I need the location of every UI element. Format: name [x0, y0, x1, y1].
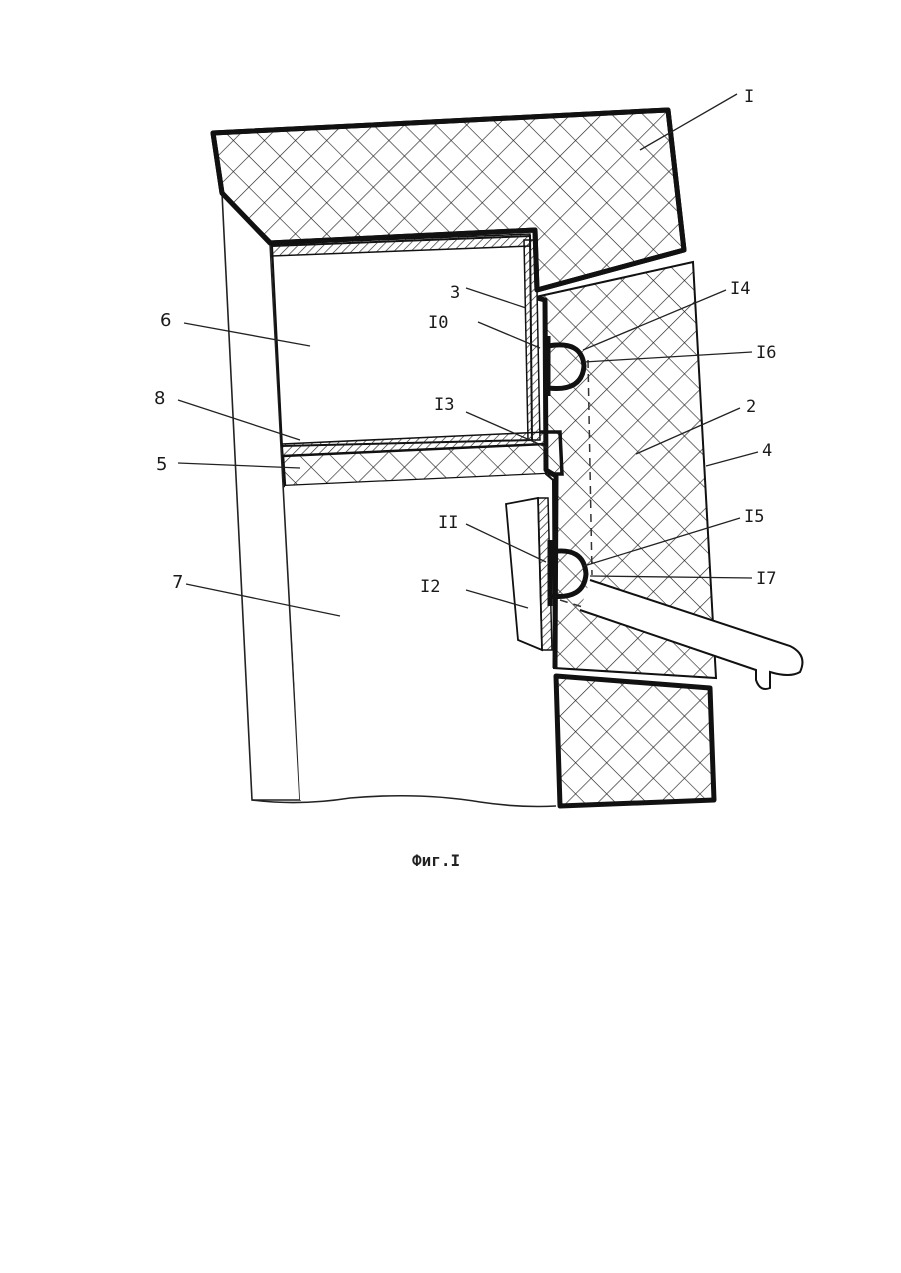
- label-3: 3: [450, 283, 460, 303]
- label-10: I0: [428, 313, 448, 333]
- leader-4: [706, 452, 758, 466]
- label-14: I4: [730, 279, 750, 299]
- label-17: I7: [756, 569, 776, 589]
- label-15: I5: [744, 507, 764, 527]
- label-2: 2: [746, 397, 756, 417]
- figure-caption: Фиг.I: [412, 851, 460, 870]
- label-5: 5: [156, 454, 167, 475]
- upper-compartment: [272, 236, 532, 446]
- label-16: I6: [756, 343, 776, 363]
- label-7: 7: [172, 572, 183, 593]
- frame-block-bottom: [556, 676, 714, 806]
- label-8: 8: [154, 388, 165, 409]
- label-1: I: [744, 87, 754, 107]
- label-6: 6: [160, 310, 171, 331]
- label-12: I2: [420, 577, 440, 597]
- label-11: II: [438, 513, 458, 533]
- label-4: 4: [762, 441, 772, 461]
- label-13: I3: [434, 395, 454, 415]
